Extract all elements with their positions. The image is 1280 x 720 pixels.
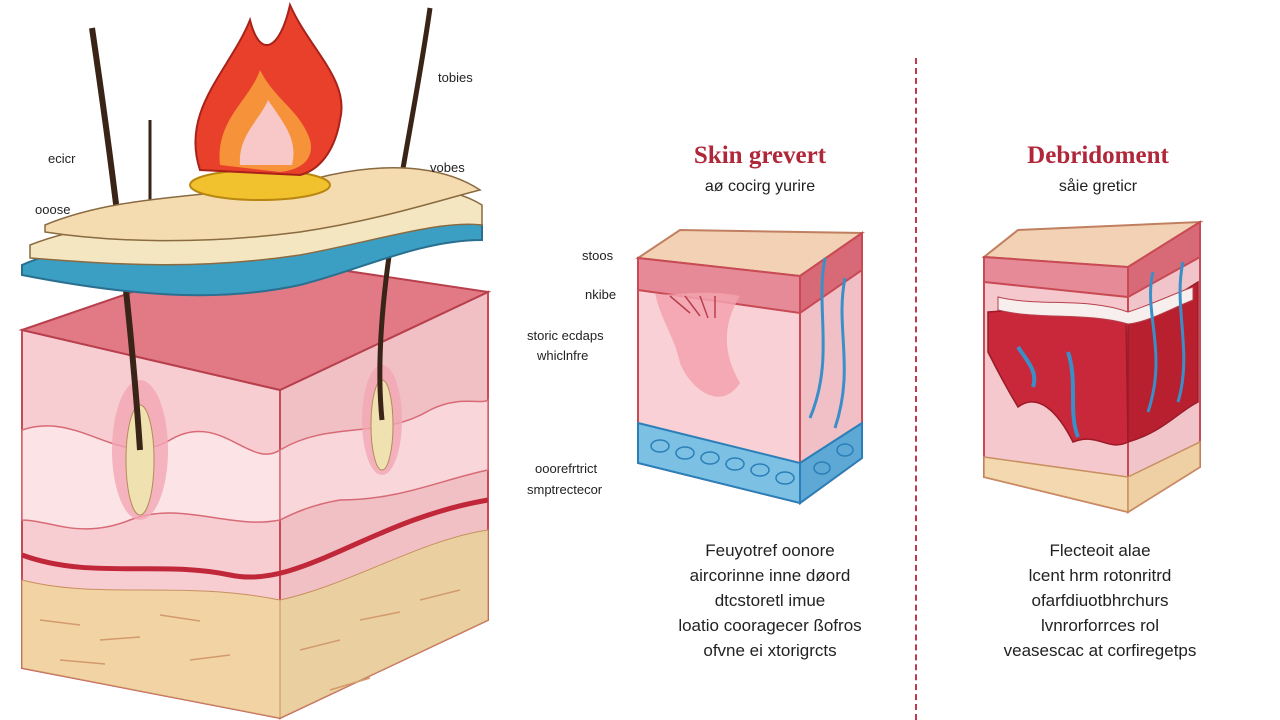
graft-label-6: smptrectecor (527, 482, 603, 497)
caption-line: veasescac at corfiregetps (1003, 641, 1197, 660)
graft-label-5: ooorefrtrict (535, 461, 598, 476)
graft-label-3: storic ecdaps (527, 328, 604, 343)
caption-line: lcent hrm rotonritrd (1028, 566, 1172, 585)
debridement-caption: Flecteoit alae lcent hrm rotonritrd ofar… (955, 538, 1245, 663)
debridement-subtitle: såie greticr (1058, 178, 1138, 195)
skin-graft-subtitle: aø cocirg yurire (704, 178, 816, 195)
caption-line: dtcstoretl imue (714, 591, 826, 610)
caption-line: aircorinne inne døord (689, 566, 851, 585)
debridement-block (981, 220, 1204, 514)
left-label-3: ooose (35, 202, 71, 217)
graft-label-4: whiclnfre (537, 348, 589, 363)
skin-graft-caption: Feuyotref oonore aircorinne inne døord d… (620, 538, 920, 663)
graft-label-2: nkibe (585, 287, 617, 302)
panel-divider (915, 58, 917, 720)
debridement-title: Debridoment (1027, 142, 1169, 169)
caption-line: ofvne ei xtorigrcts (703, 641, 837, 660)
caption-line: Feuyotref oonore (705, 541, 835, 560)
left-label-2: ecicr (48, 151, 76, 166)
graft-label-1: stoos (582, 248, 614, 263)
skin-graft-title: Skin grevert (693, 142, 827, 169)
skin-graft-block (635, 228, 866, 505)
burn-skin-cross-section (18, 1, 492, 720)
left-label-4: vobes (430, 160, 465, 175)
caption-line: lvnrorforrces rol (1040, 616, 1160, 635)
left-label-1: tobies (438, 70, 473, 85)
caption-line: loatio cooragecer ßofros (678, 616, 862, 635)
caption-line: ofarfdiuotbhrchurs (1031, 591, 1169, 610)
caption-line: Flecteoit alae (1049, 541, 1151, 560)
